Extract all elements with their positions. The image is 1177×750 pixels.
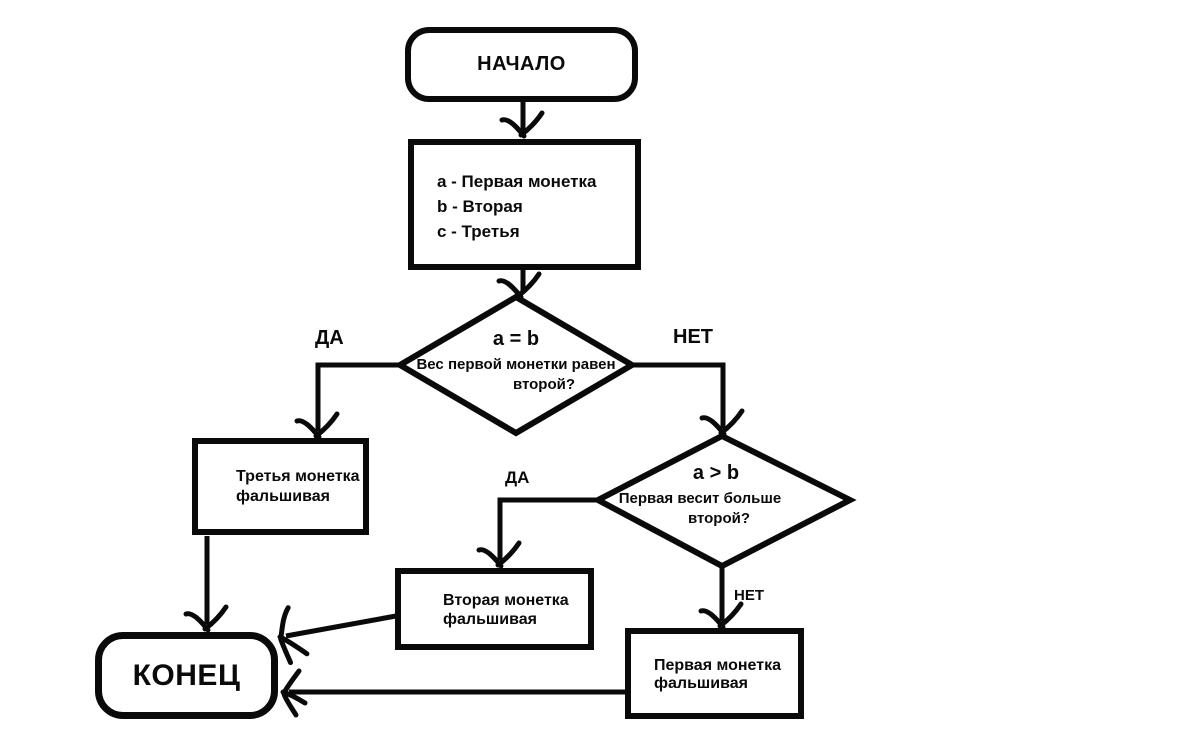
variables-line-a: a - Первая монетка bbox=[437, 172, 597, 191]
decision1-diamond bbox=[394, 293, 638, 437]
variables-node: a - Первая монетка b - Вторая c - Третья bbox=[408, 139, 641, 270]
decision2-yes-label: ДА bbox=[505, 468, 530, 487]
first-fake-line1: Первая монетка bbox=[654, 657, 781, 674]
edge-decision2-yes bbox=[497, 497, 598, 560]
decision2-no-label: НЕТ bbox=[734, 587, 764, 604]
edge-decision1-yes bbox=[315, 362, 400, 431]
second-fake-node: Вторая монетка фальшивая bbox=[395, 568, 594, 650]
start-node: НАЧАЛО bbox=[405, 27, 638, 102]
decision2-diamond bbox=[591, 432, 857, 570]
decision1-no-label: НЕТ bbox=[673, 326, 713, 348]
edge-decision1-no bbox=[632, 362, 726, 428]
variables-line-b: b - Вторая bbox=[437, 197, 523, 216]
second-fake-line1: Вторая монетка bbox=[443, 592, 569, 609]
edge-secondfake-to-end bbox=[285, 613, 397, 639]
second-fake-line2: фальшивая bbox=[443, 611, 537, 628]
first-fake-node: Первая монетка фальшивая bbox=[625, 628, 804, 719]
first-fake-line2: фальшивая bbox=[654, 675, 748, 692]
variables-line-c: c - Третья bbox=[437, 222, 520, 241]
start-label: НАЧАЛО bbox=[477, 53, 566, 75]
end-node: КОНЕЦ bbox=[95, 632, 278, 719]
end-label: КОНЕЦ bbox=[132, 658, 241, 692]
decision1-yes-label: ДА bbox=[315, 327, 344, 349]
third-fake-node: Третья монетка фальшивая bbox=[192, 438, 369, 535]
third-fake-line1: Третья монетка bbox=[236, 468, 360, 485]
third-fake-line2: фальшивая bbox=[236, 488, 330, 505]
arrowhead-to-decision1 bbox=[499, 274, 539, 297]
